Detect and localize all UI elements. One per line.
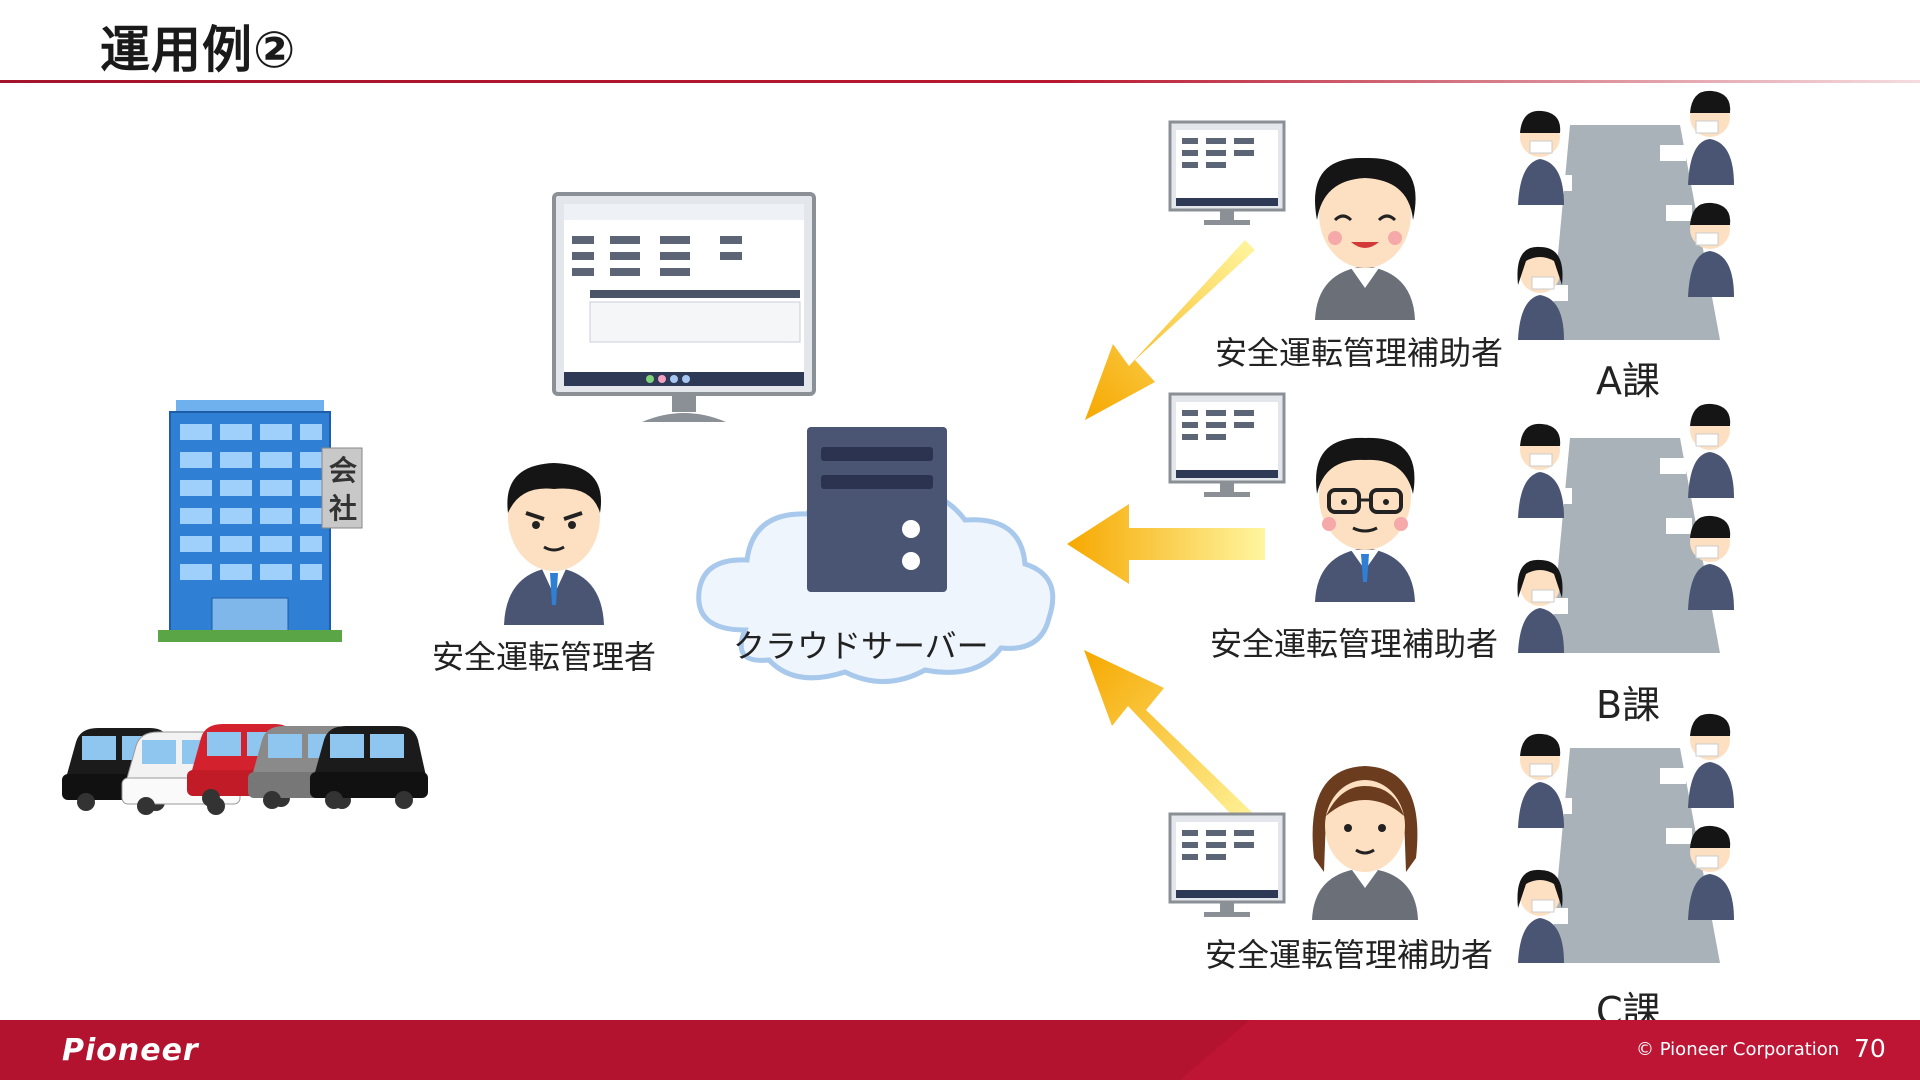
small-monitor-icon — [1168, 392, 1286, 497]
cloud-server-label: クラウドサーバー — [733, 627, 989, 665]
cars-icon — [62, 724, 428, 815]
manager-label: 安全運転管理者 — [432, 638, 657, 676]
small-monitor-icon — [1168, 120, 1286, 225]
section-label-a: A課 — [1596, 359, 1660, 403]
arrow-icon — [1067, 504, 1265, 584]
page-title: 運用例② — [100, 21, 297, 79]
manager-person-icon — [504, 463, 604, 625]
meeting-group-icon — [1517, 403, 1734, 653]
arrow-icon — [1084, 650, 1260, 830]
footer-bar — [0, 1020, 1920, 1080]
building-sign-char: 社 — [328, 492, 357, 525]
section-label-b: B課 — [1596, 683, 1661, 727]
assistant-person-icon — [1315, 437, 1415, 602]
title-divider — [0, 80, 1920, 83]
monitor-icon — [552, 192, 816, 422]
arrow-icon — [1085, 240, 1255, 420]
pioneer-logo: Pioneer — [62, 1033, 199, 1068]
meeting-group-icon — [1517, 713, 1734, 963]
assistant-person-icon — [1312, 766, 1418, 920]
page-number: 70 — [1854, 1034, 1886, 1063]
assistant-label-b: 安全運転管理補助者 — [1210, 625, 1499, 663]
copyright-text: © Pioneer Corporation — [1636, 1039, 1840, 1060]
building-sign-char: 会 — [328, 454, 357, 487]
assistant-person-icon — [1315, 157, 1416, 320]
small-monitor-icon — [1168, 812, 1286, 917]
building-icon — [158, 400, 363, 642]
assistant-label-a: 安全運転管理補助者 — [1215, 334, 1504, 372]
server-icon — [807, 427, 947, 592]
meeting-group-icon — [1517, 90, 1734, 340]
assistant-label-c: 安全運転管理補助者 — [1205, 936, 1494, 974]
